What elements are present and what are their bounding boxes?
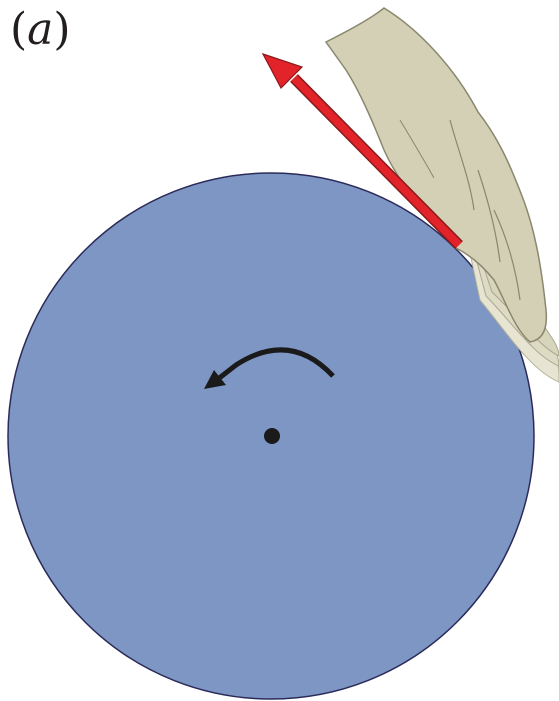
panel-label-letter: a — [27, 4, 53, 55]
panel-label: (a) — [10, 8, 71, 52]
panel-label-close: ) — [53, 4, 70, 55]
panel-label-open: ( — [10, 4, 27, 55]
axis-dot — [264, 428, 280, 444]
